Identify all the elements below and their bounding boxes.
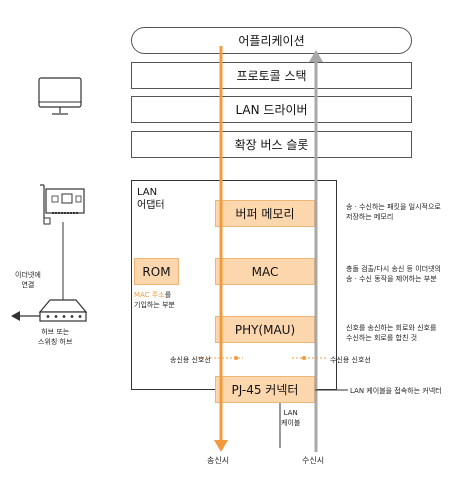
mac-note-line1: 충돌 검출/다시 송신 등 이더넷의: [346, 265, 441, 273]
buffer-note-line2: 저장하는 메모리: [346, 213, 394, 221]
adapter-title-line1: LAN: [137, 187, 158, 198]
rom-note-line2: 기입하는 부분: [134, 301, 175, 309]
connector-note: LAN 케이블을 접속하는 커넥터: [350, 387, 442, 395]
phy-block: PHY(MAU): [215, 316, 315, 343]
lan-cable-line2: 케이블: [281, 419, 301, 427]
layer-expansion-slot-label: 확장 버스 슬롯: [234, 138, 309, 152]
buffer-note-line1: 송 · 수신하는 패킷을 일시적으로: [346, 203, 441, 211]
phy-note: 신호를 송신하는 회로와 신호를 수신하는 회로를 합친 것: [346, 323, 436, 343]
buffer-memory-block: 버퍼 메모리: [215, 200, 315, 227]
rom-note: MAC 주소를 기입하는 부분: [134, 290, 175, 310]
send-signal-dot: [234, 356, 238, 360]
network-card-icon: [40, 184, 85, 225]
recv-label: 수신시: [302, 456, 325, 465]
send-arrow: [214, 46, 228, 452]
send-signal-label: 송신용 신호선: [170, 356, 211, 364]
ethernet-label: 이더넷에 연결: [15, 270, 41, 290]
adapter-title-line2: 어댑터: [137, 200, 165, 211]
rom-note-rest: 를: [164, 291, 172, 299]
phy-note-line1: 신호를 송신하는 회로와 신호를: [346, 324, 437, 332]
mac-block: MAC: [215, 258, 315, 285]
phy-label: PHY(MAU): [234, 322, 296, 337]
lan-cable-label: LAN 케이블: [281, 408, 300, 428]
mac-note: 충돌 검출/다시 송신 등 이더넷의 송 · 수신 동작을 제어하는 부분: [346, 264, 441, 284]
ethernet-line1: 이더넷에: [15, 271, 41, 279]
rom-note-accent: MAC 주소: [134, 291, 165, 299]
ethernet-line2: 연결: [21, 281, 35, 289]
hub-label: 허브 또는 스위칭 허브: [38, 327, 72, 347]
rom-label: ROM: [142, 264, 171, 279]
layer-application: 어플리케이션: [131, 27, 412, 54]
monitor-icon: [38, 77, 82, 115]
connector-label: PJ-45 커넥터: [231, 383, 299, 397]
hub-line2: 스위칭 허브: [38, 338, 73, 346]
layer-application-label: 어플리케이션: [238, 34, 305, 48]
recv-signal-label: 수신용 신호선: [330, 356, 371, 364]
ethernet-arrow: [11, 311, 40, 321]
mac-note-line2: 송 · 수신 동작을 제어하는 부분: [346, 275, 437, 283]
connector-block: PJ-45 커넥터: [215, 376, 315, 403]
phy-note-line2: 수신하는 회로를 합친 것: [346, 334, 418, 342]
layer-lan-driver: LAN 드라이버: [131, 96, 412, 123]
hub-icon: [38, 299, 88, 322]
hub-line1: 허브 또는: [41, 328, 70, 336]
rom-block: ROM: [134, 258, 179, 285]
buffer-note: 송 · 수신하는 패킷을 일시적으로 저장하는 메모리: [346, 202, 441, 222]
recv-signal-dot: [302, 356, 306, 360]
adapter-title: LAN 어댑터: [137, 186, 165, 212]
send-label: 송신시: [207, 456, 230, 465]
layer-protocol-stack: 프로토콜 스택: [131, 62, 412, 89]
layer-expansion-slot: 확장 버스 슬롯: [131, 131, 412, 158]
layer-protocol-stack-label: 프로토콜 스택: [236, 69, 307, 83]
receive-arrow: [309, 50, 323, 452]
buffer-memory-label: 버퍼 메모리: [235, 207, 295, 221]
lan-cable-line1: LAN: [283, 409, 298, 417]
mac-label: MAC: [251, 264, 279, 279]
layer-lan-driver-label: LAN 드라이버: [235, 103, 308, 117]
